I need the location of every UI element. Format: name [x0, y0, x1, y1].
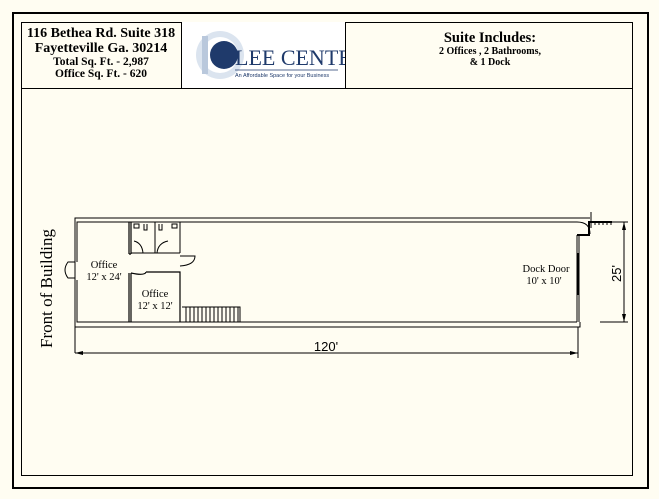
office2-name: Office — [142, 289, 169, 300]
suite-includes: Suite Includes: 2 Offices , 2 Bathrooms,… — [347, 22, 633, 88]
suite-title: Suite Includes: — [443, 30, 537, 46]
address-line1: 116 Bethea Rd. Suite 318 — [26, 26, 176, 41]
suite-line1: 2 Offices , 2 Bathrooms, — [438, 46, 542, 57]
logo-name: LEE CENTER — [235, 45, 345, 70]
logo: LEE CENTER An Affordable Space for your … — [182, 22, 346, 88]
wall-outer — [74, 217, 590, 353]
address-block: 116 Bethea Rd. Suite 318 Fayetteville Ga… — [21, 22, 182, 88]
front-of-building-label: Front of Building — [37, 228, 56, 348]
title-block: 116 Bethea Rd. Suite 318 Fayetteville Ga… — [21, 22, 633, 89]
suite-line2: & 1 Dock — [469, 57, 511, 68]
dock-door-size: 10' x 10' — [526, 276, 561, 287]
total-sqft: Total Sq. Ft. - 2,987 — [53, 56, 149, 68]
office1-size: 12' x 24' — [86, 272, 121, 283]
width-dimension: 25' — [609, 265, 624, 282]
office2-size: 12' x 12' — [137, 301, 172, 312]
lee-center-logo: LEE CENTER An Affordable Space for your … — [196, 31, 345, 79]
address-line2: Fayetteville Ga. 30214 — [34, 41, 168, 56]
logo-tagline: An Affordable Space for your Business — [235, 73, 329, 79]
dock-door-name: Dock Door — [523, 264, 570, 275]
office-sqft: Office Sq. Ft. - 620 — [55, 68, 147, 80]
office1-name: Office — [91, 260, 118, 271]
outer-frame — [12, 12, 649, 489]
length-dimension: 120' — [314, 339, 338, 354]
